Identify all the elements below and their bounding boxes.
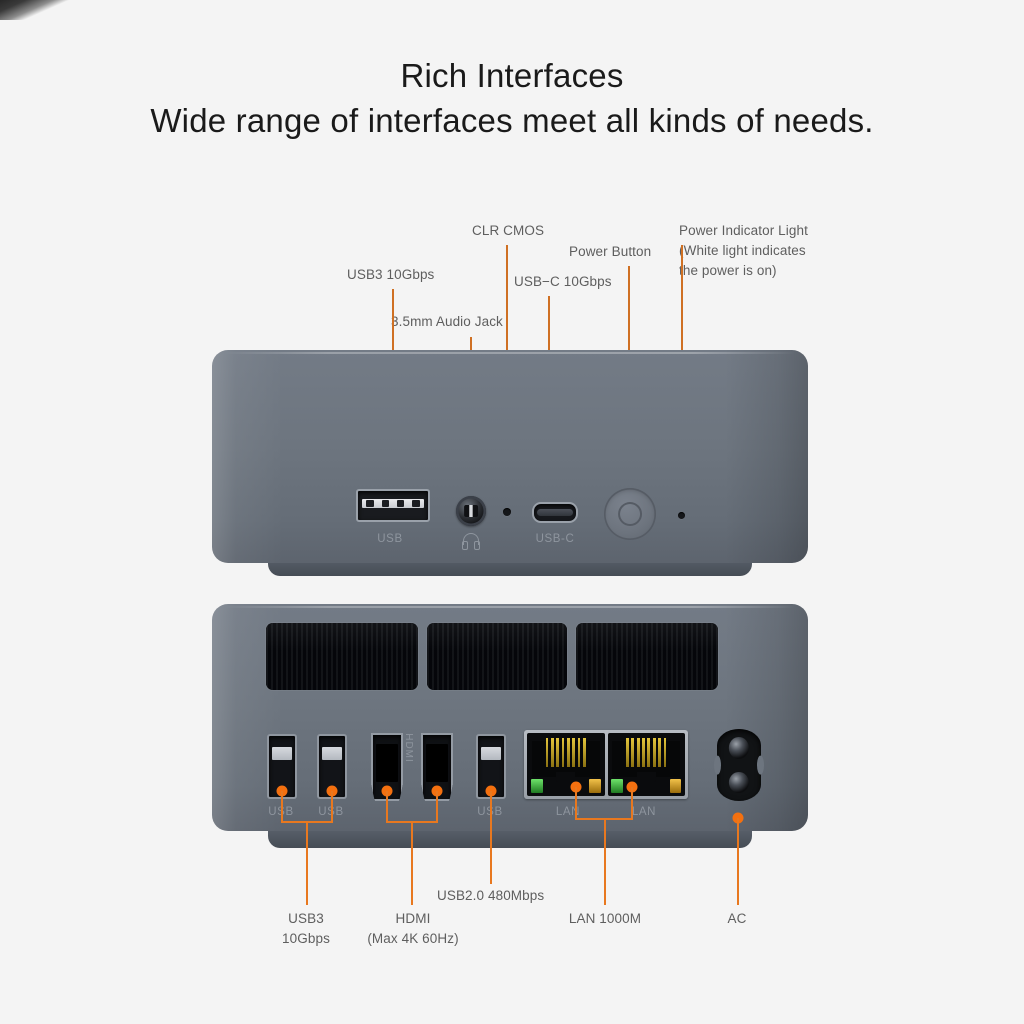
callout-power-indicator: Power Indicator Light (White light indic…: [679, 223, 808, 278]
usb-c-tongue: [536, 509, 574, 516]
vent-grille-right: [576, 623, 718, 690]
vent-grille-center: [427, 623, 567, 690]
audio-jack-hole: [464, 505, 478, 517]
callout-usb-c: USB−C 10Gbps: [514, 274, 612, 289]
leader-stem-hdmi-2: [436, 791, 439, 822]
port-rj45-1[interactable]: [527, 733, 605, 796]
lan-led-green-2: [611, 779, 623, 793]
leader-stem-lan-2: [631, 787, 634, 819]
port-rj45-2[interactable]: [607, 733, 685, 796]
leader-stem-lan-1: [575, 787, 578, 819]
callout-usb3-front: USB3 10Gbps: [347, 267, 435, 282]
callout-hdmi: HDMI (Max 4K 60Hz): [367, 911, 459, 946]
callout-usb2: USB2.0 480Mbps: [437, 888, 545, 903]
heading-block: Rich Interfaces Wide range of interfaces…: [0, 55, 1024, 143]
port-label-usb-front: USB: [377, 533, 403, 545]
page-subtitle: Wide range of interfaces meet all kinds …: [150, 102, 874, 140]
power-button[interactable]: [604, 488, 656, 540]
port-audio-jack[interactable]: [456, 496, 486, 526]
lan-led-amber-1: [589, 779, 601, 793]
power-indicator-led: [678, 512, 685, 519]
port-label-lan-2: LAN: [631, 806, 657, 818]
front-chassis: [212, 350, 808, 563]
callout-lan: LAN 1000M: [568, 911, 642, 926]
port-label-usb-rear-2: USB: [318, 806, 343, 818]
callout-audio-jack: 3.5mm Audio Jack: [391, 314, 503, 329]
usb-a-tongue: [362, 498, 424, 509]
leader-stem-usb-rear-2: [331, 791, 334, 822]
callout-usb3-rear: USB3 10Gbps: [282, 911, 330, 946]
leader-line-lan: [604, 818, 607, 905]
power-button-inner-ring: [618, 502, 642, 526]
port-label-lan-1: LAN: [555, 806, 581, 818]
leader-line-usb3-rear: [306, 821, 309, 905]
port-ac-power[interactable]: [714, 729, 764, 801]
hdmi-text-label: HDMI: [403, 733, 414, 763]
port-label-usb-c: USB-C: [535, 533, 575, 545]
leader-line-hdmi: [411, 821, 414, 905]
vent-grille-left: [266, 623, 418, 690]
lan-led-amber-2: [669, 779, 682, 793]
callout-power-button: Power Button: [569, 244, 652, 259]
port-label-usb-rear-3: USB: [477, 806, 502, 818]
port-label-usb-rear-1: USB: [268, 806, 293, 818]
port-usb-c-front[interactable]: [532, 502, 578, 523]
lan-port-block: [524, 730, 688, 799]
callout-clr-cmos: CLR CMOS: [472, 223, 545, 238]
page-title: Rich Interfaces: [400, 57, 624, 94]
port-hdmi-2[interactable]: [421, 733, 453, 801]
leader-line-usb2: [490, 791, 493, 884]
port-usb-rear-1[interactable]: [267, 734, 297, 799]
leader-line-ac: [737, 818, 740, 905]
usb-a-pins: [366, 499, 420, 508]
headphone-icon: [462, 533, 480, 550]
port-usb-a-front[interactable]: [356, 489, 430, 522]
leader-stem-hdmi-1: [386, 791, 389, 822]
lan-led-green-1: [530, 779, 543, 793]
chassis-top-highlight: [223, 352, 797, 354]
callout-ac: AC: [727, 911, 747, 926]
rear-top-highlight: [223, 606, 797, 608]
rear-base-plate: [268, 828, 752, 848]
corner-image-artifact: [0, 0, 79, 20]
leader-stem-usb-rear-1: [281, 791, 284, 822]
pinhole-clr-cmos[interactable]: [503, 508, 511, 516]
